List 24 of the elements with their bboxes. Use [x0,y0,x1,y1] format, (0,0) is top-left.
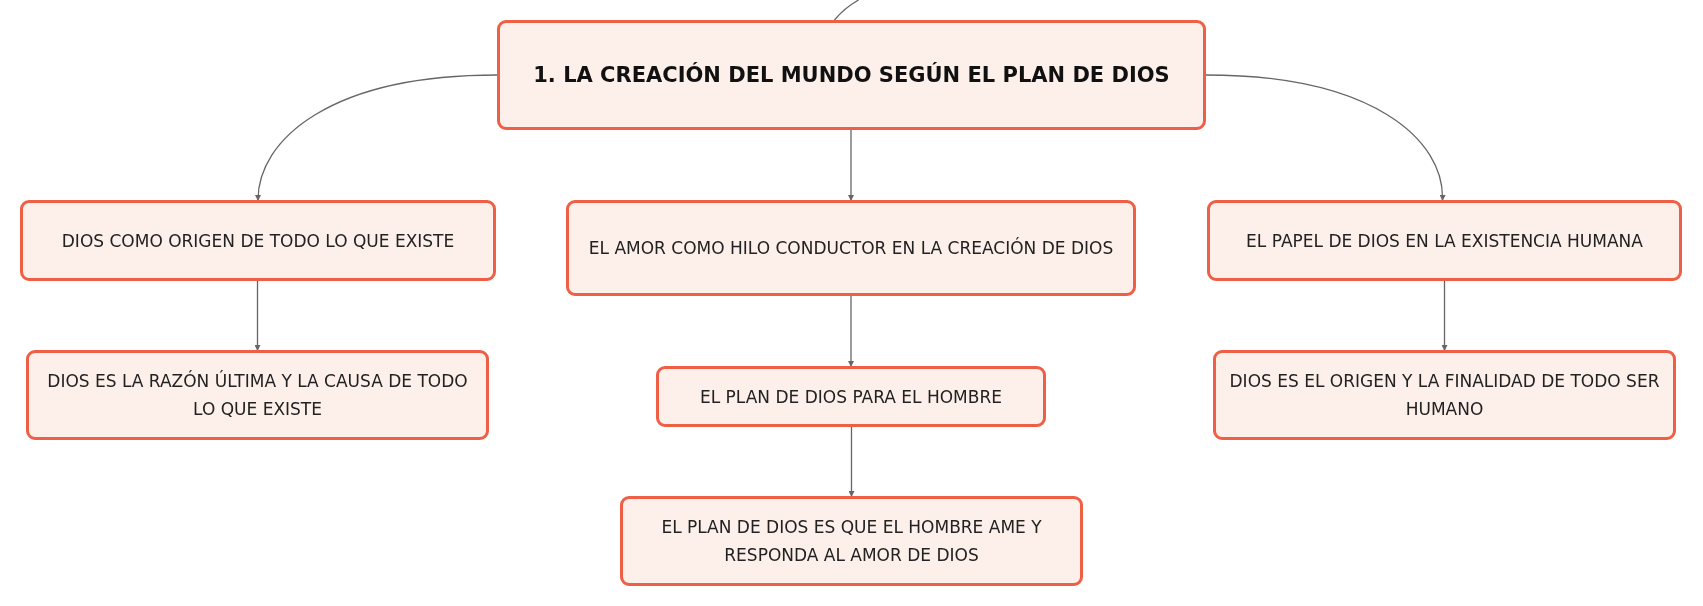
topic-box [656,366,1046,427]
topic-box [566,200,1136,296]
topic-box [26,350,489,440]
topic-text: DIOS ES EL ORIGEN Y LA FINALIDAD DE TODO SER HUMANO [1228,370,1661,421]
connector [254,280,261,351]
topic-text: EL PLAN DE DIOS PARA EL HOMBRE [700,385,1002,409]
connector [848,295,854,367]
topic-text: EL PLAN DE DIOS ES QUE EL HOMBRE AME Y RESPONDA AL AMOR DE DIOS [660,516,1043,567]
connector [255,74,498,201]
connector [848,426,855,497]
connector [833,0,860,21]
connector [848,129,854,201]
topic-text: EL PAPEL DE DIOS EN LA EXISTENCIA HUMANA [1246,229,1643,253]
topic-box [1207,200,1682,281]
topic-text: DIOS COMO ORIGEN DE TODO LO QUE EXISTE [61,229,455,253]
topic-box [20,200,496,281]
connector [1205,74,1446,201]
topic-box [1213,350,1676,440]
topic-text: EL AMOR COMO HILO CONDUCTOR EN LA CREACIÓN DE DIOS [588,236,1114,260]
topic-text: DIOS ES LA RAZÓN ÚLTIMA Y LA CAUSA DE TODO LO QUE EXISTE [46,369,469,421]
topic-box [620,496,1083,586]
connector [1441,280,1448,351]
topic-box [497,20,1206,130]
topic-text: 1. LA CREACIÓN DEL MUNDO SEGÚN EL PLAN DE DIOS [533,61,1170,89]
